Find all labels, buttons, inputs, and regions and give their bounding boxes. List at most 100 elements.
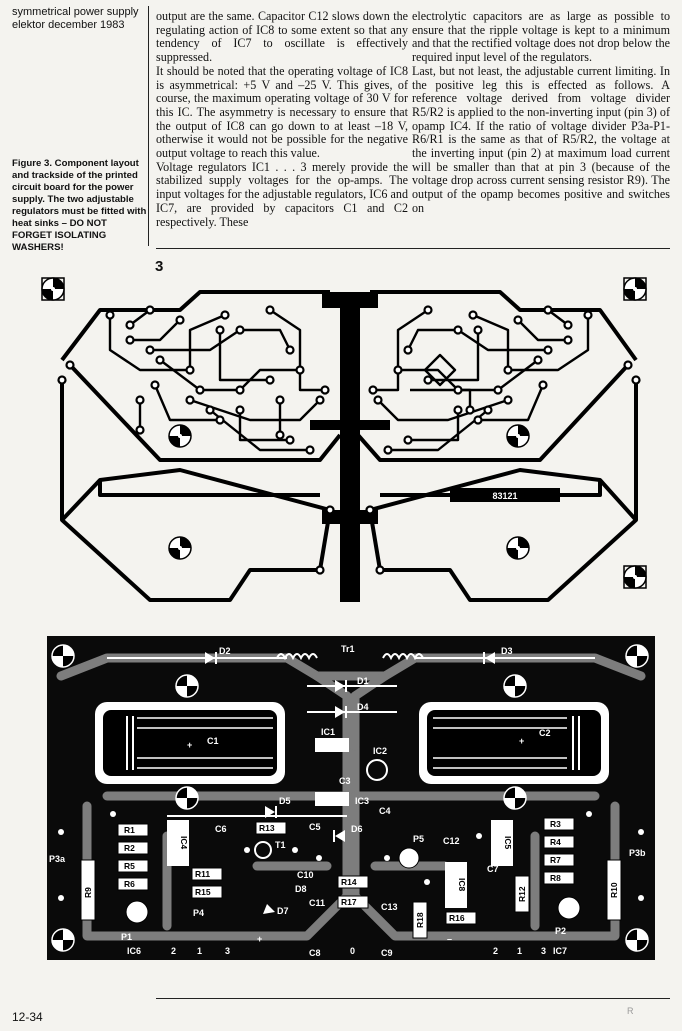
pot-p2 bbox=[557, 896, 581, 920]
caption-label: Figure 3. bbox=[12, 158, 52, 169]
header-title: symmetrical power supply bbox=[12, 6, 139, 18]
resistor-r17: R17 bbox=[337, 895, 369, 909]
ic8 bbox=[445, 862, 467, 908]
svg-text:R9: R9 bbox=[83, 887, 93, 898]
print-mark: R bbox=[627, 1006, 634, 1016]
terminal-plus: + bbox=[257, 934, 262, 944]
resistor-r1: R1 bbox=[117, 823, 149, 837]
mounting-hole-icon bbox=[625, 928, 649, 952]
p3b-label: P3b bbox=[629, 848, 646, 858]
svg-text:+: + bbox=[519, 736, 524, 746]
d7-label: D7 bbox=[277, 906, 289, 916]
col1-paragraph-2: It should be noted that the operating vo… bbox=[156, 63, 408, 161]
column-rule bbox=[148, 6, 149, 246]
terminal-1-left: 1 bbox=[197, 946, 202, 956]
svg-text:R2: R2 bbox=[124, 843, 135, 853]
resistor-r2: R2 bbox=[117, 841, 149, 855]
ic1-label: IC1 bbox=[321, 727, 335, 737]
figure-caption: Figure 3. Component layout and trackside… bbox=[12, 158, 147, 254]
svg-text:R11: R11 bbox=[195, 869, 210, 879]
svg-text:R1: R1 bbox=[124, 825, 135, 835]
resistor-r6: R6 bbox=[117, 877, 149, 891]
resistor-r7: R7 bbox=[543, 853, 575, 867]
c4-label: C4 bbox=[379, 806, 391, 816]
resistor-r13: R13 bbox=[255, 821, 287, 835]
d2-label: D2 bbox=[219, 646, 231, 656]
resistor-r16: R16 bbox=[445, 911, 477, 925]
mounting-hole-icon bbox=[51, 928, 75, 952]
capacitor-c1: C1 + bbox=[95, 702, 285, 784]
d8-label: D8 bbox=[295, 884, 307, 894]
svg-text:R16: R16 bbox=[449, 913, 465, 923]
p3a-label: P3a bbox=[49, 854, 66, 864]
pcb-code-plate bbox=[450, 488, 560, 502]
mounting-hole-icon bbox=[168, 536, 192, 560]
col2-paragraph-1: electrolytic capacitors are as large as … bbox=[412, 9, 670, 65]
c3-label: C3 bbox=[339, 776, 351, 786]
c6-label: C6 bbox=[215, 824, 227, 834]
d3-label: D3 bbox=[501, 646, 513, 656]
c12-label: C12 bbox=[443, 836, 460, 846]
terminal-ic6-label: IC6 bbox=[127, 946, 141, 956]
col1-paragraph-3: Voltage regulators IC1 . . . 3 merely pr… bbox=[156, 159, 408, 229]
ic3 bbox=[315, 792, 349, 806]
resistor-r4: R4 bbox=[543, 835, 575, 849]
top-rule bbox=[156, 248, 670, 249]
terminal-0: 0 bbox=[350, 946, 355, 956]
mounting-hole-icon bbox=[623, 565, 647, 589]
ic5-label: IC5 bbox=[503, 836, 513, 850]
resistor-r8: R8 bbox=[543, 871, 575, 885]
resistor-r11: R11 bbox=[191, 867, 223, 881]
c8-label: C8 bbox=[309, 948, 321, 958]
terminal-3-right: 3 bbox=[541, 946, 546, 956]
ic2-label: IC2 bbox=[373, 746, 387, 756]
pcb-component-side: C1 + C2 + Tr1 D2 D3 D1 D4 D5 D6 D7 D8 IC… bbox=[47, 636, 655, 960]
c10-label: C10 bbox=[297, 870, 314, 880]
p4-label: P4 bbox=[193, 908, 204, 918]
c11-label: C11 bbox=[309, 898, 325, 908]
t1-label: T1 bbox=[275, 840, 286, 850]
pot-p5 bbox=[398, 847, 420, 869]
terminal-1-right: 1 bbox=[517, 946, 522, 956]
ic4 bbox=[167, 820, 189, 866]
c13-label: C13 bbox=[381, 902, 398, 912]
text-column-2: electrolytic capacitors are as large as … bbox=[412, 9, 670, 216]
mounting-hole-icon bbox=[503, 674, 527, 698]
running-header: symmetrical power supply elektor decembe… bbox=[12, 6, 142, 32]
mounting-hole-icon bbox=[175, 786, 199, 810]
caption-text: Component layout and trackside of the pr… bbox=[12, 158, 147, 253]
resistor-r18: R18 bbox=[412, 901, 428, 939]
text-column-1: output are the same. Capacitor C12 slows… bbox=[156, 9, 408, 229]
resistor-r3: R3 bbox=[543, 817, 575, 831]
capacitor-c2: C2 + bbox=[419, 702, 609, 784]
resistor-r10: R10 bbox=[606, 859, 622, 921]
ic3-label: IC3 bbox=[355, 796, 369, 806]
mounting-hole-icon bbox=[51, 644, 75, 668]
svg-text:R15: R15 bbox=[195, 887, 211, 897]
p1-label: P1 bbox=[121, 932, 132, 942]
c2-label: C2 bbox=[539, 728, 551, 738]
terminal-3-left: 3 bbox=[225, 946, 230, 956]
header-issue: elektor december 1983 bbox=[12, 19, 125, 31]
pcb-trackside: 83121 bbox=[41, 277, 647, 602]
svg-text:R10: R10 bbox=[609, 882, 619, 898]
terminal-2-left: 2 bbox=[171, 946, 176, 956]
terminal-ic7-label: IC7 bbox=[553, 946, 567, 956]
mounting-hole-icon bbox=[168, 424, 192, 448]
ic8-label: IC8 bbox=[457, 878, 467, 892]
svg-text:R6: R6 bbox=[124, 879, 135, 889]
ic5 bbox=[491, 820, 513, 866]
mounting-hole-icon bbox=[503, 786, 527, 810]
d6-label: D6 bbox=[351, 824, 363, 834]
transistor-t1 bbox=[254, 841, 272, 859]
svg-text:R14: R14 bbox=[341, 877, 357, 887]
p2-label: P2 bbox=[555, 926, 566, 936]
p5-label: P5 bbox=[413, 834, 424, 844]
svg-text:+: + bbox=[187, 740, 192, 750]
c7-label: C7 bbox=[487, 864, 499, 874]
figure-number: 3 bbox=[155, 258, 164, 275]
resistor-r12: R12 bbox=[514, 875, 530, 913]
ic4-label: IC4 bbox=[179, 836, 189, 850]
resistor-r15: R15 bbox=[191, 885, 223, 899]
mounting-hole-icon bbox=[623, 277, 647, 301]
